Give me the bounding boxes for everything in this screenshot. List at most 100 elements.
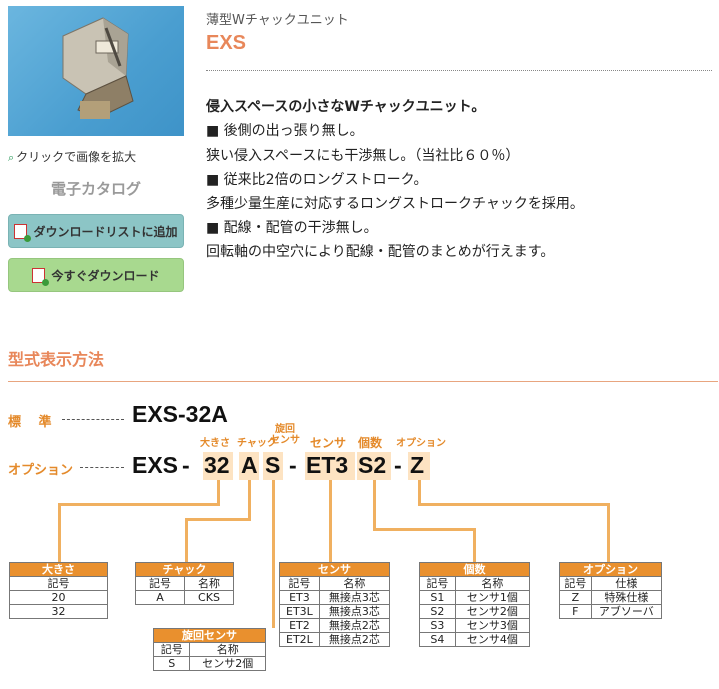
option-model-rotary: S (265, 452, 281, 478)
catalog-label: 電子カタログ (50, 180, 141, 198)
desc-line: ■ 後側の出っ張り無し。 (206, 123, 364, 139)
option-label: オプション (8, 463, 74, 478)
table-cell: 32 (9, 604, 108, 619)
table-cell: ET2 (279, 618, 320, 633)
connector (185, 518, 251, 521)
dashed-leader (62, 419, 124, 420)
desc-line: 回転軸の中空穴により配線・配管のまとめが行えます。 (206, 244, 555, 260)
table-header: 記号 (9, 576, 108, 591)
table-cell: ET3L (279, 604, 320, 619)
option-model-count: S2 (358, 452, 387, 478)
table-cell: 無接点3芯 (318, 604, 391, 619)
table-title: オプション (559, 562, 662, 577)
table-cell: センサ1個 (454, 590, 531, 605)
table-header: 記号 (559, 576, 592, 591)
connector (329, 480, 332, 563)
table-cell: 無接点2芯 (318, 632, 391, 647)
label-rotary-sensor: 旋回 センサ (270, 424, 300, 446)
table-cell: センサ3個 (454, 618, 531, 633)
table-header: 記号 (419, 576, 456, 591)
table-size: 大きさ 記号 20 32 (9, 562, 108, 619)
table-cell: センサ4個 (454, 632, 531, 647)
desc-line: ■ 配線・配管の干渉無し。 (206, 220, 378, 236)
table-cell: 特殊仕様 (590, 590, 663, 605)
product-headline: 侵入スペースの小さなWチャックユニット。 (206, 99, 486, 115)
table-header: 名称 (318, 576, 391, 591)
table-cell: S3 (419, 618, 456, 633)
pdf-icon (32, 267, 50, 286)
desc-line: ■ 従来比2倍のロングストローク。 (206, 172, 428, 188)
hl-rotary (263, 452, 283, 480)
pdf-icon (14, 223, 32, 242)
chuck-unit-illustration (62, 17, 134, 119)
table-cell: S1 (419, 590, 456, 605)
product-image[interactable] (8, 6, 184, 136)
table-header: 名称 (454, 576, 531, 591)
hl-size (203, 452, 233, 480)
table-title: 旋回センサ (153, 628, 266, 643)
option-model-size: 32 (204, 452, 230, 478)
product-subtitle: 薄型Wチャックユニット (206, 13, 349, 28)
connector (217, 480, 220, 505)
connector (185, 518, 188, 563)
dashed-leader (80, 467, 124, 468)
standard-label: 標 準 (8, 415, 52, 430)
table-header: 名称 (184, 576, 234, 591)
download-now-button[interactable]: 今すぐダウンロード (8, 258, 184, 292)
hl-sensor (305, 452, 355, 480)
label-size: 大きさ (200, 438, 230, 449)
option-model-chuck: A (241, 452, 258, 478)
connector (607, 503, 610, 563)
option-model-exs: EXS (132, 452, 179, 478)
zoom-link[interactable]: ⌕クリックで画像を拡大 (8, 150, 137, 164)
table-cell: S2 (419, 604, 456, 619)
table-title: センサ (279, 562, 390, 577)
table-cell: 無接点3芯 (318, 590, 391, 605)
table-title: 大きさ (9, 562, 108, 577)
product-title: EXS (206, 32, 247, 54)
table-cell: F (559, 604, 592, 619)
table-title: 個数 (419, 562, 530, 577)
section-title: 型式表示方法 (8, 350, 105, 369)
hl-count (357, 452, 391, 480)
table-cell: Z (559, 590, 592, 605)
connector (248, 480, 251, 520)
table-cell: センサ2個 (189, 656, 266, 671)
table-cell: ET2L (279, 632, 320, 647)
divider (206, 70, 712, 71)
option-model-dash: - (182, 452, 190, 478)
standard-model: EXS-32A (132, 401, 228, 427)
table-title: チャック (135, 562, 234, 577)
table-cell: アブソーバ (590, 604, 663, 619)
desc-line: 狭い侵入スペースにも干渉無し。（当社比６０％） (206, 148, 520, 164)
table-cell: センサ2個 (454, 604, 531, 619)
connector (473, 528, 476, 563)
hl-chuck (239, 452, 259, 480)
option-model-dash: - (289, 452, 297, 478)
connector (272, 480, 275, 628)
table-header: 記号 (279, 576, 320, 591)
table-header: 名称 (189, 642, 266, 657)
table-cell: CKS (184, 590, 234, 605)
label-option: オプション (396, 438, 446, 449)
table-cell: ET3 (279, 590, 320, 605)
label-chuck: チャック (237, 438, 277, 449)
label-count: 個数 (358, 436, 383, 450)
connector (58, 503, 220, 506)
table-cell: 20 (9, 590, 108, 605)
connector (373, 480, 376, 530)
option-model-dash: - (394, 452, 402, 478)
table-cell: A (135, 590, 185, 605)
table-header: 仕様 (590, 576, 663, 591)
connector (58, 503, 61, 563)
connector (418, 503, 610, 506)
table-cell: S (152, 656, 191, 671)
add-download-list-button[interactable]: ダウンロードリストに追加 (8, 214, 184, 248)
option-model-option: Z (410, 452, 425, 478)
magnifier-icon: ⌕ (8, 151, 15, 164)
